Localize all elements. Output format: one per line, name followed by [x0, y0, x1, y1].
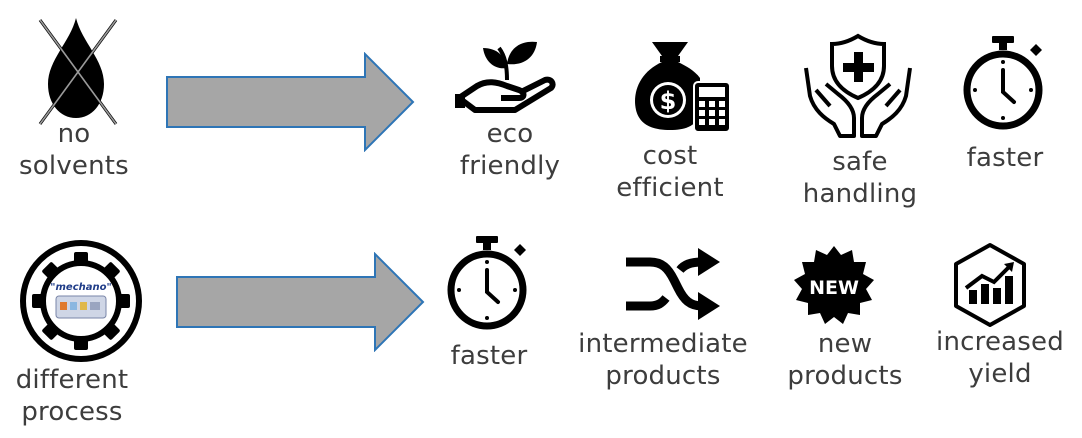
faster-label-row2: faster: [450, 341, 528, 371]
shuffle-arrows-icon: [626, 248, 720, 320]
arrow-row1: [166, 52, 415, 152]
intermediate-products-label: intermediate products: [578, 329, 748, 391]
eco-friendly-label: eco friendly: [459, 119, 561, 181]
different-process-label: different process: [15, 365, 129, 427]
no-solvents-label: no solvents: [19, 119, 129, 181]
rising-chart-hexagon-icon: [954, 243, 1026, 327]
cost-efficient-label: cost efficient: [616, 141, 724, 203]
safe-handling-label: safe handling: [802, 147, 918, 209]
hands-shield-cross-icon: [804, 33, 912, 138]
stopwatch-icon: [963, 36, 1043, 130]
money-bag-calculator-icon: $: [635, 42, 731, 133]
mechano-text: "mechano": [50, 282, 111, 293]
arrow-row2: [176, 252, 425, 352]
new-products-label: new products: [787, 329, 903, 391]
new-badge-icon: NEW: [794, 246, 874, 324]
stopwatch-icon: [447, 236, 527, 330]
new-badge-text: NEW: [809, 277, 859, 299]
eco-hand-plant-icon: [455, 41, 556, 113]
no-solvent-drop-icon: [38, 18, 118, 125]
mechano-gear-icon: "mechano": [20, 240, 142, 362]
increased-yield-label: increased yield: [936, 327, 1064, 389]
faster-label-row1: faster: [966, 143, 1044, 173]
svg-text:$: $: [660, 87, 677, 115]
